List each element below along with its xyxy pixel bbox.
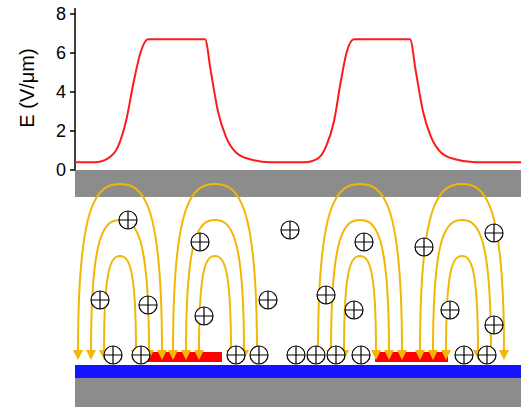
ion — [139, 296, 157, 314]
arrowhead — [428, 350, 438, 360]
ion — [355, 233, 373, 251]
field-line — [173, 184, 257, 352]
ion — [485, 224, 503, 242]
tick-mark — [70, 130, 75, 132]
ion — [327, 346, 345, 364]
tick-label: 8 — [56, 5, 66, 23]
ion — [227, 346, 245, 364]
field-line — [420, 184, 504, 352]
field-curve — [75, 39, 521, 162]
field-line — [344, 256, 376, 352]
arrowhead — [371, 350, 381, 360]
y-axis — [74, 8, 76, 170]
substrate-base — [75, 378, 521, 407]
field-line — [433, 220, 491, 352]
ion — [104, 346, 122, 364]
ion — [478, 346, 496, 364]
arrowhead — [73, 350, 83, 360]
ion — [345, 301, 363, 319]
arrowhead — [384, 350, 394, 360]
axis-title: E (V/μm) — [17, 48, 37, 127]
tick-mark — [70, 91, 75, 93]
field-line — [104, 256, 136, 352]
tick-label: 6 — [56, 44, 66, 62]
field-line — [199, 256, 231, 352]
arrowhead — [86, 350, 96, 360]
field-line — [186, 220, 244, 352]
field-line — [318, 184, 402, 352]
ion — [415, 238, 433, 256]
ion — [281, 221, 299, 239]
ion — [441, 301, 459, 319]
ion — [455, 346, 473, 364]
arrowhead — [181, 350, 191, 360]
arrowhead — [168, 350, 178, 360]
field-line — [91, 220, 149, 352]
ion — [191, 233, 209, 251]
field-line — [78, 184, 162, 352]
ion — [317, 286, 335, 304]
arrowhead — [415, 350, 425, 360]
tick-mark — [70, 169, 75, 171]
ion — [352, 346, 370, 364]
ion — [132, 346, 150, 364]
arrowhead — [397, 350, 407, 360]
ion — [307, 346, 325, 364]
tick-mark — [70, 13, 75, 15]
substrate-bar — [75, 170, 521, 197]
ion — [259, 291, 277, 309]
ion — [195, 307, 213, 325]
field-line — [331, 220, 389, 352]
tick-label: 2 — [56, 122, 66, 140]
tick-label: 0 — [56, 161, 66, 179]
tick-label: 4 — [56, 83, 66, 101]
arrowhead — [499, 350, 509, 360]
ion — [91, 291, 109, 309]
arrowhead — [194, 350, 204, 360]
tick-mark — [70, 52, 75, 54]
ion — [287, 346, 305, 364]
dielectric-layer — [75, 365, 521, 378]
arrowhead — [157, 350, 167, 360]
ion — [250, 346, 268, 364]
ion — [119, 211, 137, 229]
arrowhead — [441, 350, 451, 360]
ion — [485, 316, 503, 334]
